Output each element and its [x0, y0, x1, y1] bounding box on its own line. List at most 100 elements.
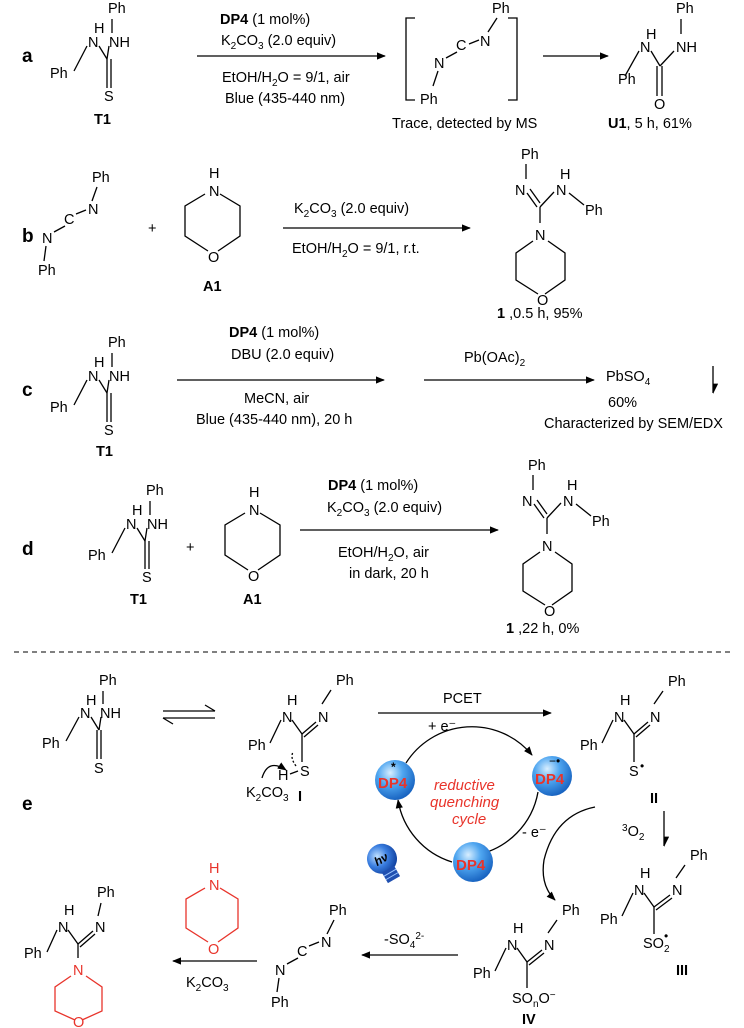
atom-n: N — [634, 883, 644, 899]
atom-ph: Ph — [562, 903, 580, 919]
atom-ph: Ph — [676, 1, 694, 17]
atom-h: H — [560, 167, 570, 183]
compound-II: II — [650, 791, 658, 807]
cycle-text-2: quenching — [430, 794, 500, 811]
atom-n: N — [563, 494, 573, 510]
cycle-text-3: cycle — [452, 811, 486, 828]
intermediate-note-a: Trace, detected by MS — [392, 116, 537, 132]
light-bulb-icon: hν — [367, 843, 401, 884]
carbodiimide-b: Ph N C N Ph — [38, 170, 110, 279]
radical-dot: • — [640, 759, 644, 773]
amidine-product-1-d: Ph N H N Ph N O — [522, 458, 610, 620]
morpholine-A1-d: H N O A1 — [224, 485, 281, 608]
panel-label-c: c — [22, 380, 33, 401]
atom-ph: Ph — [492, 1, 510, 17]
atom-o: O — [208, 942, 219, 958]
atom-h: H — [86, 693, 96, 709]
carbodiimide-e: Ph N C N Ph — [271, 903, 347, 1011]
atom-c: C — [456, 38, 466, 54]
atom-h: H — [513, 921, 523, 937]
atom-n: N — [88, 202, 98, 218]
atom-ph: Ph — [248, 738, 266, 754]
atom-n: N — [88, 369, 98, 385]
atom-o: O — [537, 293, 548, 309]
cond-d-base: K2CO3 (2.0 equiv) — [327, 500, 442, 519]
thiyl-radical-II: Ph N H N Ph S • II — [580, 674, 686, 807]
atom-n: N — [80, 706, 90, 722]
atom-s: S — [94, 761, 104, 777]
cond-c-reagent: Pb(OAc)2 — [464, 350, 526, 369]
atom-ph: Ph — [50, 66, 68, 82]
atom-ph: Ph — [668, 674, 686, 690]
atom-n: N — [95, 920, 105, 936]
panel-label-b: b — [22, 226, 34, 247]
cond-d-solvent: EtOH/H2O, air — [338, 545, 429, 564]
cond-a-solvent: EtOH/H2O = 9/1, air — [222, 70, 350, 89]
isothiourea-I: Ph N H N Ph S H K2CO3 I — [246, 673, 354, 805]
compound-A1: A1 — [203, 279, 222, 295]
atom-c: C — [64, 212, 74, 228]
plus-d: + — [186, 540, 194, 556]
cond-a-light: Blue (435-440 nm) — [225, 91, 345, 107]
atom-o: O — [208, 250, 219, 266]
atom-n: N — [318, 710, 328, 726]
atom-n: N — [209, 184, 219, 200]
atom-n: N — [209, 878, 219, 894]
atom-h: H — [209, 861, 219, 877]
plus-electron: + e⁻ — [428, 719, 456, 735]
cond-b-solvent: EtOH/H2O = 9/1, r.t. — [292, 241, 420, 260]
dp4-radical-anion-sphere: DP4 −• — [532, 754, 572, 796]
atom-n: N — [515, 183, 525, 199]
atom-s: S — [104, 89, 114, 105]
atom-n: N — [614, 710, 624, 726]
result-d: 1 ,22 h, 0% — [506, 621, 579, 637]
atom-ph: Ph — [592, 514, 610, 530]
radical-anion-mark: −• — [549, 754, 560, 768]
atom-n: N — [542, 539, 552, 555]
atom-n: N — [282, 710, 292, 726]
atom-o: O — [73, 1015, 84, 1028]
atom-n: N — [535, 228, 545, 244]
atom-o: O — [248, 569, 259, 585]
atom-h: H — [640, 866, 650, 882]
atom-ph: Ph — [271, 995, 289, 1011]
atom-o: O — [654, 97, 665, 113]
atom-n: N — [672, 883, 682, 899]
atom-ph: Ph — [88, 548, 106, 564]
atom-s: S — [300, 764, 310, 780]
atom-ph: Ph — [50, 400, 68, 416]
morpholine-A1-b: H N O A1 — [184, 166, 241, 295]
dp4-label: DP4 — [535, 771, 565, 788]
cycle-arc-left — [395, 799, 453, 863]
compound-T1: T1 — [94, 112, 111, 128]
atom-ph: Ph — [580, 738, 598, 754]
cond-b-base: K2CO3 (2.0 equiv) — [294, 201, 409, 220]
excited-star: * — [391, 760, 396, 774]
atom-n: N — [249, 503, 259, 519]
atom-ph: Ph — [42, 736, 60, 752]
minus-electron: - e⁻ — [522, 825, 547, 841]
atom-h: H — [249, 485, 259, 501]
atom-s: S — [104, 423, 114, 439]
cond-a-base: K2CO3 (2.0 equiv) — [221, 33, 336, 52]
atom-ph: Ph — [97, 885, 115, 901]
atom-n: N — [507, 938, 517, 954]
thiourea-T1-a: Ph NH H N Ph S T1 — [50, 1, 130, 128]
atom-ph: Ph — [108, 335, 126, 351]
atom-ph: Ph — [146, 483, 164, 499]
compound-I: I — [298, 789, 302, 805]
compound-III: III — [676, 963, 688, 979]
atom-h: H — [94, 355, 104, 371]
atom-nh: NH — [109, 369, 130, 385]
cond-c-light: Blue (435-440 nm), 20 h — [196, 412, 352, 428]
sulfinate-IV: Ph N H N Ph SOnO− IV — [473, 903, 580, 1028]
catalytic-cycle: reductive quenching cycle — [395, 726, 539, 863]
atom-ph: Ph — [92, 170, 110, 186]
atom-nh: NH — [147, 517, 168, 533]
atom-n: N — [544, 938, 554, 954]
cycle-arc-top — [405, 726, 533, 764]
sulfonyl-radical-III: Ph N H N Ph SO2 • III — [600, 848, 708, 979]
plus-b: + — [148, 221, 156, 237]
atom-ph: Ph — [521, 147, 539, 163]
atom-c: C — [297, 944, 307, 960]
